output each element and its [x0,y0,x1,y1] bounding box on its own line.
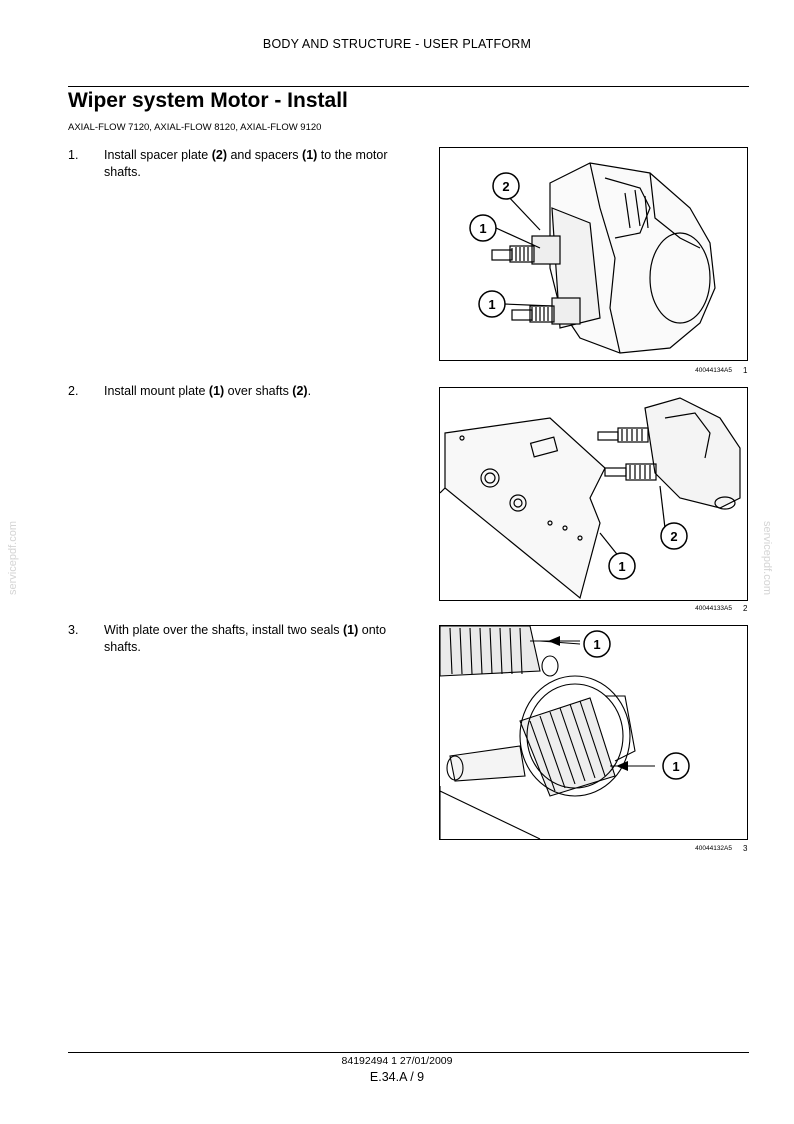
watermark-right: servicepdf.com [760,521,773,595]
figure-3-callout-b-marker [662,752,690,780]
figure-2-callout-a: 2 [670,529,677,544]
header-rule [68,86,749,87]
step-1-number: 1. [68,148,79,162]
figure-1-code: 40044134A5 [695,367,732,374]
figure-3-number: 3 [743,844,748,853]
figure-2-callout-b-marker [608,552,636,580]
figure-1-callout-b-marker [469,214,497,242]
figure-3-code: 40044132A5 [695,845,732,852]
step-2-text: Install mount plate (1) over shafts (2). [104,384,312,398]
figure-1-image: 2 1 1 [439,147,748,361]
footer-rule [68,1052,749,1053]
figure-3-callout-a: 1 [593,637,600,652]
figure-2-callout-a-marker [660,522,688,550]
figure-3-image: 1 1 [439,625,748,840]
step-2-number: 2. [68,384,79,398]
figure-3-callout-b: 1 [672,759,679,774]
footer-page-number: E.34.A / 9 [369,1070,425,1084]
figure-1-number: 1 [743,366,748,375]
model-list: AXIAL-FLOW 7120, AXIAL-FLOW 8120, AXIAL-… [68,122,322,133]
step-3-number: 3. [68,623,79,637]
figure-3-callout-a-marker [583,630,611,658]
step-3-text: With plate over the shafts, install two … [104,623,387,654]
figure-1-callout-a: 2 [502,179,509,194]
figure-2-number: 2 [743,604,748,613]
step-1-text: Install spacer plate (2) and spacers (1)… [104,148,388,179]
header-section-title: BODY AND STRUCTURE - USER PLATFORM [262,37,532,51]
watermark-left: servicepdf.com [6,521,19,595]
figure-1-callout-c-marker [478,290,506,318]
figure-2-image: 2 1 [439,387,748,601]
footer-doc-ref: 84192494 1 27/01/2009 [341,1055,453,1067]
figure-2-code: 40044133A5 [695,605,732,612]
figure-1-callout-b: 1 [479,221,486,236]
page-title: Wiper system Motor - Install [68,89,348,112]
figure-1-callout-c: 1 [488,297,495,312]
figure-1-callout-a-marker [492,172,520,200]
figure-2-callout-b: 1 [618,559,625,574]
